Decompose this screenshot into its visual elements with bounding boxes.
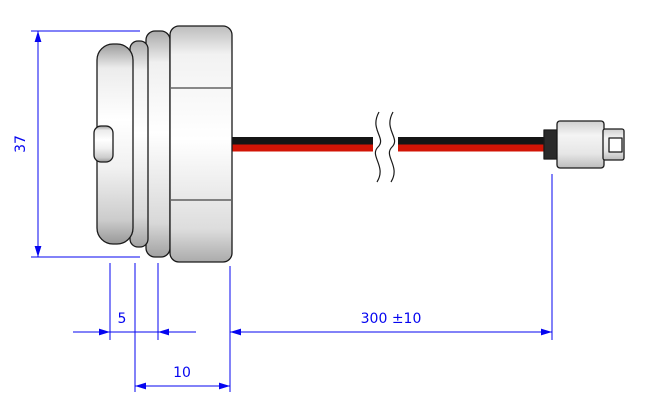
connector-strain-relief [543,129,558,160]
bezel-tab [93,125,114,163]
red-wire-right-segment [398,144,552,152]
dim-bezel-offset-label: 5 [118,311,127,327]
dim-height-label: 37 [13,135,29,153]
dim-cable-length-label: 300 ±10 [361,311,422,327]
arrowhead-down [34,246,42,257]
dimension-annotations: 37 5 300 ±10 [13,30,553,392]
arrowhead-right [219,382,230,390]
arrowhead-up [34,31,42,42]
mounting-flange-disc [145,30,171,258]
wire-harness [230,137,552,152]
motor-assembly [93,25,625,263]
cable-break-symbol [374,111,396,183]
break-curve-right [388,111,396,183]
black-wire-left-segment [230,137,373,145]
arrowhead-right [99,328,110,336]
dim-height: 37 [13,30,140,258]
red-wire [230,144,552,152]
black-wire-right-segment [398,137,552,145]
motor-body [169,25,233,263]
connector-slot [608,137,623,153]
black-wire [230,137,552,145]
arrowhead-left [135,382,146,390]
arrowhead-left [158,328,169,336]
arrowhead-left [230,328,241,336]
red-wire-left-segment [230,144,373,152]
dim-mount-depth-label: 10 [173,365,191,381]
connector-plug [543,120,625,169]
arrowhead-right [541,328,552,336]
dim-mount-depth: 10 [134,263,230,392]
break-curve-left [374,111,382,183]
dim-cable-length: 300 ±10 [229,174,553,392]
connector-housing [556,120,605,169]
dim-bezel-offset: 5 [73,263,196,340]
